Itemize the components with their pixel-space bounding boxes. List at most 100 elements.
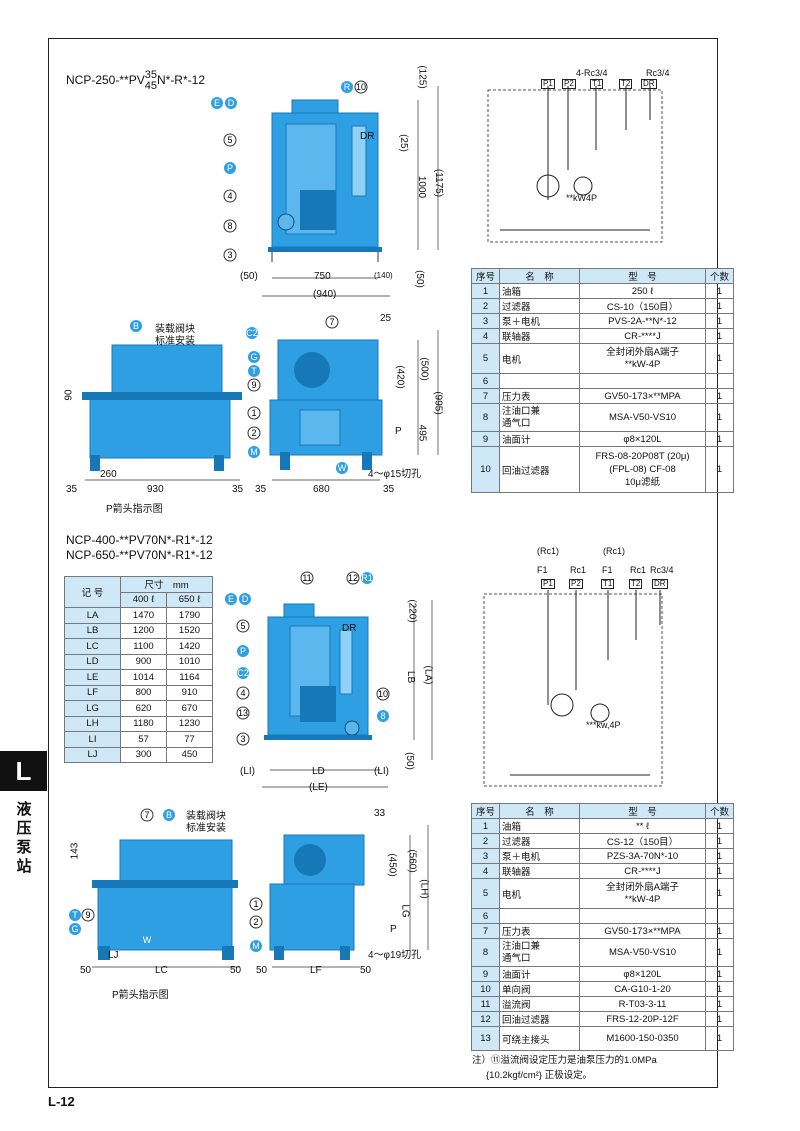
circuit-b-lab-2: Rc1 xyxy=(570,565,587,575)
page-frame xyxy=(48,38,718,1088)
dim-le: (LE) xyxy=(309,782,328,793)
dim-220: (220) xyxy=(406,599,418,623)
svg-text:11: 11 xyxy=(302,573,311,583)
svg-text:G: G xyxy=(71,924,78,934)
bottom-model-line-2: NCP-650-**PV70N*-R1*-12 xyxy=(66,548,213,562)
svg-text:10: 10 xyxy=(356,82,366,92)
table-row: 6 xyxy=(471,373,734,389)
dim-lc: LC xyxy=(155,965,168,976)
holes-bottom: 4～φ19切孔 xyxy=(368,950,422,961)
dim-50a: (50) xyxy=(240,271,258,282)
footnote: 注）⑪溢流阀设定压力是油泵压力的1.0MPa {10.2kgf/cm²} 正极设… xyxy=(472,1053,657,1083)
circuit-top-port-label-1: 4-Rc3/4 xyxy=(576,68,608,78)
bottom-model-line-1: NCP-400-**PV70N*-R1*-12 xyxy=(66,533,213,547)
svg-text:C2: C2 xyxy=(246,328,258,338)
dim-50b-bottom: 50 xyxy=(230,965,242,976)
bottom-side-view xyxy=(92,839,238,960)
dim-500: (500) xyxy=(418,357,430,381)
circuit-top-port-t2: T2 xyxy=(619,79,633,89)
svg-text:M: M xyxy=(252,941,260,951)
svg-text:9: 9 xyxy=(251,380,256,390)
circuit-b-top-1: (Rc1) xyxy=(537,546,559,556)
svg-text:1: 1 xyxy=(251,408,256,418)
circuit-top-port-dr: DR xyxy=(641,79,657,89)
dim-995: (995) xyxy=(432,391,444,415)
dim-la: (LA) xyxy=(422,665,434,685)
dr-label: DR xyxy=(360,131,375,142)
svg-text:3: 3 xyxy=(240,734,245,744)
svg-text:8: 8 xyxy=(227,221,232,231)
dim-50b: (50) xyxy=(413,270,425,288)
dim-lb: LB xyxy=(405,670,417,684)
dim-495: 495 xyxy=(416,424,428,442)
svg-text:5: 5 xyxy=(227,135,232,145)
circuit-lines xyxy=(500,86,661,776)
svg-text:3: 3 xyxy=(227,250,232,260)
dim-143: 143 xyxy=(69,842,81,860)
circuit-b-lab-1: F1 xyxy=(537,565,548,575)
dim-1000: 1000 xyxy=(416,175,428,199)
dim-1175: (1175) xyxy=(433,168,445,198)
svg-text:8: 8 xyxy=(380,711,385,721)
svg-text:T: T xyxy=(72,910,78,920)
dim-25v: (25) xyxy=(397,134,409,152)
svg-text:C2: C2 xyxy=(237,668,249,678)
svg-text:B: B xyxy=(166,810,172,820)
svg-text:4: 4 xyxy=(227,191,232,201)
dim-940: (940) xyxy=(313,289,337,300)
view-caption-top: P箭头指示图 xyxy=(106,504,163,515)
dim-560: (560) xyxy=(406,849,418,873)
dim-50-bottom: (50) xyxy=(403,752,415,770)
footnote-line-2: {10.2kgf/cm²} 正极设定。 xyxy=(486,1070,593,1081)
svg-text:B: B xyxy=(133,321,139,331)
svg-text:2: 2 xyxy=(253,917,258,927)
circuit-b-motor: ***kw,4P xyxy=(586,720,621,730)
dim-35a: 35 xyxy=(66,484,78,495)
circuit-b-port-p2: P2 xyxy=(569,579,583,589)
svg-text:5: 5 xyxy=(240,621,245,631)
circuit-top-port-t1: T1 xyxy=(590,79,604,89)
svg-text:12: 12 xyxy=(348,573,358,583)
svg-text:T: T xyxy=(251,366,257,376)
valve-note-2: 标准安装 xyxy=(155,336,195,347)
dim-lh: (LH) xyxy=(418,879,430,899)
top-end-view xyxy=(269,339,383,470)
top-callouts: E D 5 P 4 8 3 R 10 B C2 G T 9 1 2 M 7 W xyxy=(130,80,368,474)
svg-text:D: D xyxy=(228,98,235,108)
table-row: 6 xyxy=(471,908,734,924)
svg-text:R1: R1 xyxy=(361,573,373,583)
bottom-front-view xyxy=(264,603,372,740)
page-number: L-12 xyxy=(48,1094,75,1109)
svg-text:W: W xyxy=(143,935,152,945)
top-side-view xyxy=(82,344,242,471)
svg-text:M: M xyxy=(250,447,258,457)
circuit-top-port-label-2: Rc3/4 xyxy=(646,68,670,78)
dim-260: 260 xyxy=(100,469,117,480)
svg-text:W: W xyxy=(338,463,347,473)
dim-680: 680 xyxy=(313,484,330,495)
circuit-top-port-p2: P2 xyxy=(562,79,576,89)
circuit-b-port-dr: DR xyxy=(652,579,668,589)
